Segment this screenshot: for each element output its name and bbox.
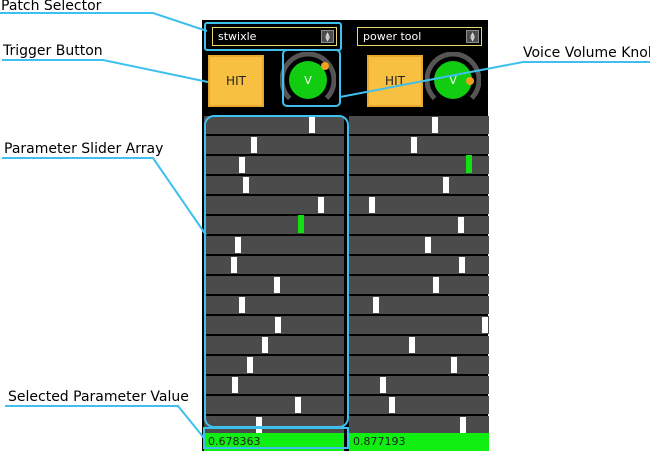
annotation-patch-selector: Patch Selector: [1, 0, 102, 14]
dropdown-arrows-icon[interactable]: ▲▼: [466, 30, 479, 43]
leader-trigger-button: [2, 59, 209, 83]
leader-value: [5, 405, 205, 439]
slider-thumb[interactable]: [425, 237, 431, 253]
parameter-slider[interactable]: [204, 176, 344, 194]
parameter-slider[interactable]: [349, 256, 489, 274]
parameter-slider[interactable]: [349, 336, 489, 354]
slider-thumb[interactable]: [262, 337, 268, 353]
slider-thumb[interactable]: [433, 277, 439, 293]
channel-2: power tool ▲▼ HIT V 0.877193: [349, 20, 489, 451]
parameter-slider[interactable]: [349, 116, 489, 134]
slider-thumb[interactable]: [247, 357, 253, 373]
parameter-slider[interactable]: [204, 356, 344, 374]
parameter-slider[interactable]: [349, 296, 489, 314]
parameter-slider[interactable]: [204, 256, 344, 274]
slider-thumb[interactable]: [373, 297, 379, 313]
slider-thumb[interactable]: [239, 297, 245, 313]
slider-thumb[interactable]: [274, 277, 280, 293]
parameter-slider[interactable]: [204, 416, 344, 434]
dropdown-arrows-icon[interactable]: ▲▼: [321, 30, 334, 43]
parameter-slider[interactable]: [349, 155, 489, 174]
patch-select-2[interactable]: power tool ▲▼: [357, 27, 482, 46]
annotation-parameter-slider-array: Parameter Slider Array: [4, 141, 164, 157]
hit-button-1[interactable]: HIT: [208, 55, 264, 107]
parameter-slider[interactable]: [349, 176, 489, 194]
parameter-slider[interactable]: [204, 236, 344, 254]
synth-app: stwixle ▲▼ HIT V 0.678363 power tool ▲▼ …: [202, 20, 489, 451]
slider-array-1: [204, 116, 344, 434]
parameter-slider[interactable]: [204, 396, 344, 414]
parameter-slider[interactable]: [349, 316, 489, 334]
parameter-slider[interactable]: [204, 296, 344, 314]
parameter-slider[interactable]: [204, 196, 344, 214]
parameter-slider[interactable]: [204, 276, 344, 294]
parameter-slider[interactable]: [349, 396, 489, 414]
slider-thumb[interactable]: [451, 357, 457, 373]
parameter-slider[interactable]: [204, 156, 344, 174]
parameter-slider[interactable]: [204, 336, 344, 354]
slider-thumb-selected[interactable]: [298, 215, 304, 233]
parameter-slider[interactable]: [349, 416, 489, 434]
parameter-slider[interactable]: [204, 376, 344, 394]
leader-slider-array: [2, 157, 207, 236]
parameter-slider[interactable]: [349, 196, 489, 214]
slider-thumb[interactable]: [459, 257, 465, 273]
slider-thumb[interactable]: [458, 217, 464, 233]
hit-button-2[interactable]: HIT: [367, 55, 423, 107]
annotation-trigger-button: Trigger Button: [3, 43, 103, 59]
parameter-slider[interactable]: [204, 116, 344, 134]
value-display-1: 0.678363: [204, 433, 344, 451]
slider-thumb[interactable]: [460, 417, 466, 433]
channel-1: stwixle ▲▼ HIT V 0.678363: [204, 20, 344, 451]
parameter-slider[interactable]: [204, 316, 344, 334]
slider-thumb[interactable]: [231, 257, 237, 273]
slider-thumb[interactable]: [409, 337, 415, 353]
knob-indicator-dot: [321, 62, 329, 70]
parameter-slider[interactable]: [204, 136, 344, 154]
slider-thumb-selected[interactable]: [466, 155, 472, 173]
slider-thumb[interactable]: [239, 157, 245, 173]
knob-label: V: [304, 74, 312, 87]
patch-select-1[interactable]: stwixle ▲▼: [212, 27, 337, 46]
knob-label: V: [449, 74, 457, 87]
slider-thumb[interactable]: [380, 377, 386, 393]
parameter-slider[interactable]: [349, 356, 489, 374]
parameter-slider[interactable]: [349, 216, 489, 234]
slider-thumb[interactable]: [318, 197, 324, 213]
volume-knob-1[interactable]: V: [280, 52, 336, 108]
parameter-slider[interactable]: [349, 376, 489, 394]
slider-thumb[interactable]: [389, 397, 395, 413]
value-display-2: 0.877193: [349, 433, 489, 451]
slider-thumb[interactable]: [482, 317, 488, 333]
slider-thumb[interactable]: [256, 417, 262, 433]
slider-thumb[interactable]: [243, 177, 249, 193]
slider-thumb[interactable]: [411, 137, 417, 153]
parameter-slider[interactable]: [349, 136, 489, 154]
knob-indicator-dot: [466, 77, 474, 85]
slider-thumb[interactable]: [235, 237, 241, 253]
parameter-slider[interactable]: [349, 236, 489, 254]
slider-array-2: [349, 116, 489, 434]
annotation-selected-parameter-value: Selected Parameter Value: [8, 389, 189, 405]
slider-thumb[interactable]: [443, 177, 449, 193]
volume-knob-2[interactable]: V: [425, 52, 481, 108]
leader-patch-selector: [0, 12, 208, 32]
slider-thumb[interactable]: [432, 117, 438, 133]
slider-thumb[interactable]: [295, 397, 301, 413]
parameter-slider[interactable]: [349, 276, 489, 294]
slider-thumb[interactable]: [309, 117, 315, 133]
slider-thumb[interactable]: [369, 197, 375, 213]
patch-name-1: stwixle: [218, 30, 257, 43]
patch-name-2: power tool: [363, 30, 422, 43]
slider-thumb[interactable]: [232, 377, 238, 393]
annotation-voice-volume-knob: Voice Volume Knob: [523, 45, 650, 61]
parameter-slider[interactable]: [204, 215, 344, 234]
slider-thumb[interactable]: [275, 317, 281, 333]
slider-thumb[interactable]: [251, 137, 257, 153]
